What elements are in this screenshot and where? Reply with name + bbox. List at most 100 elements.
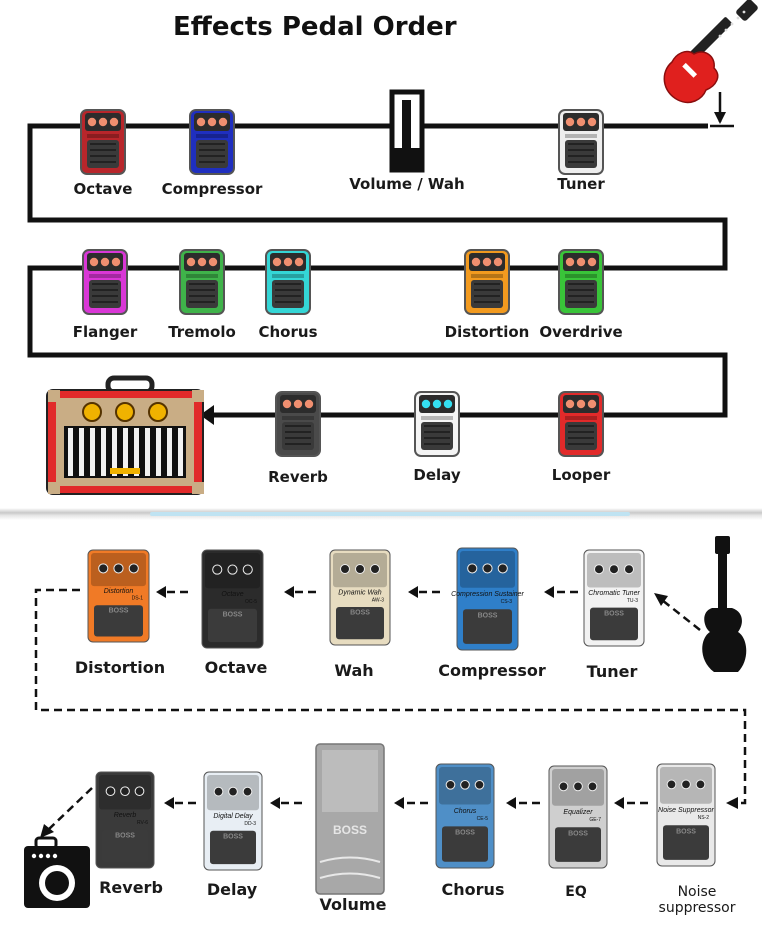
row1-arrow-0 [544,586,554,598]
pedal-lip [421,416,453,420]
row1-arrow-3 [156,586,166,598]
guitar-headstock [736,0,758,21]
fret-marker-0 [718,34,722,38]
boss-label-tuner: Tuner [586,662,638,681]
knob-1 [293,399,303,409]
boss-label-delay: Delay [206,880,258,899]
pedal-lip [565,274,597,278]
row2-arrow-4 [164,797,174,809]
boss-label-reverb: Reverb [99,878,163,897]
knob-1 [228,786,238,797]
pedal-model-text: Equalizer [563,809,593,816]
pedal-label-looper: Looper [551,466,611,484]
pedal-label-delay: Delay [413,466,461,484]
amp-corner-0 [48,390,60,402]
knob-1 [609,564,619,575]
guitar-drop-arrow [714,112,726,124]
knob-0 [467,563,478,574]
pedal-code-text: RV-6 [137,820,148,826]
footswitch [555,827,601,862]
knob-1 [576,399,586,409]
knob-1 [227,564,238,575]
boss-label-volume: Volume [319,895,387,914]
knob-0 [445,779,456,790]
knob-1 [432,399,442,409]
pedal-code-text: OC-5 [245,599,257,605]
electric-guitar-icon [663,0,758,104]
footswitch [463,609,512,644]
amp-grille-bar-0 [68,428,73,476]
pedal-brand-text: BOSS [676,828,696,835]
knob-0 [421,399,431,409]
section-divider [0,508,762,520]
knob-2 [294,257,304,267]
knob-2 [304,399,314,409]
row2-arrow-3 [270,797,280,809]
knob-1 [460,779,470,790]
boss-label-compressor: Compressor [438,661,546,680]
guitar-to-tuner-link [661,599,701,631]
knob-0 [565,399,575,409]
knob-0 [87,117,97,127]
pedal-label-tremolo: Tremolo [168,323,236,341]
pedal-code-text: DS-1 [132,596,144,602]
amp-knob-0 [82,402,102,422]
pedal-label-chorus: Chorus [258,323,318,341]
pedal-lip [89,274,121,278]
knob-1 [283,257,293,267]
boss-pedal-volume: BOSS [315,743,385,895]
pedal-looper [558,391,604,457]
knob-0 [594,564,604,575]
row2-arrow-0 [614,797,624,809]
knob-1 [113,563,124,574]
knob-1 [573,781,583,792]
knob-0 [89,257,99,267]
amp-grille-bar-8 [156,428,161,476]
knob-2 [493,257,503,267]
fret-marker-3 [736,16,740,20]
cable-arrowhead-amp [200,405,214,425]
amp-knob-1 [115,402,135,422]
amp-grille-bar-6 [134,428,139,476]
knob-0 [565,257,575,267]
amp-knob-2 [148,402,168,422]
knob-0 [272,257,282,267]
bottom-chain-diagram: DistortionDS-1BOSSOctaveOC-5BOSSDynamic … [24,536,747,908]
pedal-brand-text: BOSS [223,834,243,841]
pedal-lip [282,416,314,420]
pedal-brand-text: BOSS [115,832,135,839]
footswitch [102,829,148,863]
arrow-into-noise-suppressor [726,797,738,809]
knob-0 [558,781,569,792]
wah-rocker [402,100,411,148]
pedal-lip [196,134,228,138]
amp-grille-bar-7 [145,428,150,476]
amp-corner-2 [48,482,60,494]
pedal-delay [414,391,460,457]
page-title: Effects Pedal Order [173,12,457,42]
pedal-flanger [82,249,128,315]
volume-pedal-treadle [322,750,378,812]
knob-0 [98,563,109,574]
knob-2 [109,117,119,127]
knob-2 [624,564,634,575]
pedal-model-text: Chorus [454,808,477,815]
small-amp-knob-1 [38,853,44,859]
pedal-brand-text: BOSS [455,830,475,837]
pedal-lip [272,274,304,278]
knob-1 [120,786,130,797]
footswitch [336,607,384,640]
knob-0 [471,257,481,267]
knob-1 [197,257,207,267]
pedal-code-text: DD-3 [244,821,256,827]
small-amplifier-icon [24,836,90,908]
knob-2 [443,399,453,409]
knob-2 [587,117,597,127]
fret-marker-1 [724,28,728,32]
top-chain-diagram [27,0,758,495]
silhouette-headstock [715,536,730,554]
